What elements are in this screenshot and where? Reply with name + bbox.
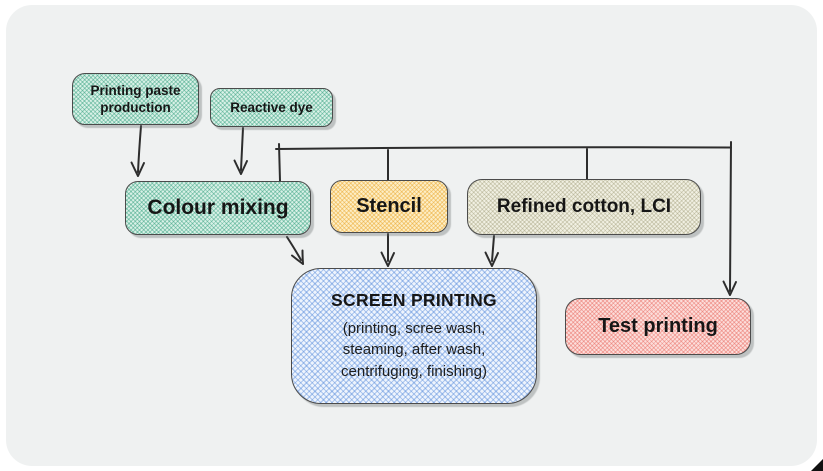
node-refined-cotton-lci[interactable]: Refined cotton, LCI bbox=[467, 179, 701, 235]
node-label-line: production bbox=[100, 100, 171, 115]
node-label: Test printing bbox=[598, 315, 718, 337]
node-label-line: Printing paste bbox=[90, 83, 181, 98]
node-label: Reactive dye bbox=[230, 100, 313, 115]
node-label: Stencil bbox=[356, 195, 422, 217]
node-title: SCREEN PRINTING bbox=[331, 289, 497, 310]
node-colour-mixing[interactable]: Colour mixing bbox=[125, 181, 311, 235]
node-stencil[interactable]: Stencil bbox=[330, 180, 448, 233]
node-printing-paste-production[interactable]: Printing paste production bbox=[72, 73, 199, 125]
node-label: Refined cotton, LCI bbox=[496, 196, 672, 217]
node-reactive-dye[interactable]: Reactive dye bbox=[210, 88, 333, 127]
node-subtitle-line: (printing, scree wash, bbox=[342, 319, 486, 337]
node-test-printing[interactable]: Test printing bbox=[565, 298, 751, 355]
node-subtitle-line: steaming, after wash, bbox=[342, 341, 486, 359]
cursor-corner-artifact bbox=[811, 459, 823, 471]
node-subtitle-line: centrifuging, finishing) bbox=[341, 362, 487, 380]
node-label: Colour mixing bbox=[147, 196, 289, 219]
node-screen-printing[interactable]: SCREEN PRINTING (printing, scree wash, s… bbox=[291, 268, 537, 404]
